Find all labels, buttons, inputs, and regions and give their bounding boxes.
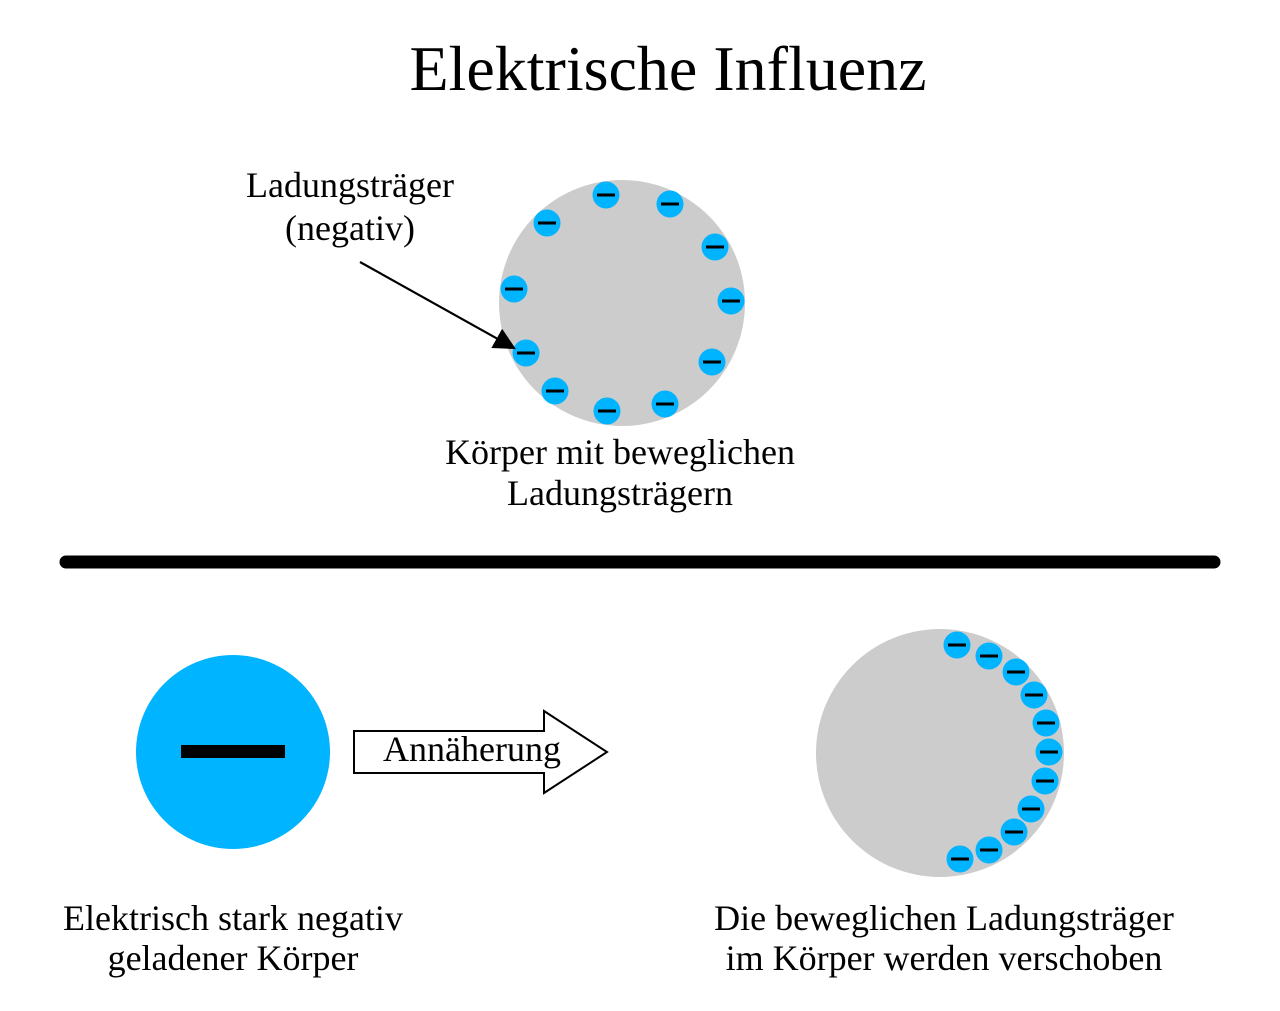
polarized-conductor-body xyxy=(816,629,1064,877)
minus-charge-icon xyxy=(1032,709,1060,737)
minus-charge-icon xyxy=(1020,681,1048,709)
minus-charge-icon xyxy=(717,287,745,315)
diagram-title: Elektrische Influenz xyxy=(409,33,926,104)
shifted-charges xyxy=(943,631,1063,873)
minus-charge-icon xyxy=(500,275,528,303)
minus-charge-icon xyxy=(656,190,684,218)
minus-charge-icon xyxy=(975,836,1003,864)
minus-charge-icon xyxy=(1031,767,1059,795)
minus-charge-icon xyxy=(698,348,726,376)
neutral-conductor-body xyxy=(499,180,745,426)
minus-charge-icon xyxy=(512,339,540,367)
minus-charge-icon xyxy=(943,631,971,659)
conductor-caption-line2: Ladungsträgern xyxy=(507,473,733,513)
shifted-caption-line1: Die beweglichen Ladungsträger xyxy=(714,898,1174,938)
large-minus-icon xyxy=(181,745,285,758)
charged-body-caption-line1: Elektrisch stark negativ xyxy=(63,898,403,938)
approach-arrow-group: Annäherung xyxy=(353,709,609,795)
minus-charge-icon xyxy=(651,390,679,418)
minus-charge-icon xyxy=(1017,795,1045,823)
minus-charge-icon xyxy=(1002,658,1030,686)
conductor-caption-line1: Körper mit beweglichen xyxy=(445,432,795,472)
minus-charge-icon xyxy=(541,377,569,405)
minus-charge-icon xyxy=(701,233,729,261)
minus-charge-icon xyxy=(1000,818,1028,846)
minus-charge-icon xyxy=(593,397,621,425)
polarized-conductor-group xyxy=(816,629,1064,877)
pointer-label-line1: Ladungsträger xyxy=(246,165,454,205)
negative-charged-body-group xyxy=(136,655,330,849)
minus-charge-icon xyxy=(1035,738,1063,766)
charged-body-caption-line2: geladener Körper xyxy=(108,938,359,978)
pointer-label-line2: (negativ) xyxy=(285,208,415,248)
approach-label: Annäherung xyxy=(383,729,561,769)
pointer-arrow xyxy=(359,261,516,350)
minus-charge-icon xyxy=(533,209,561,237)
neutral-conductor-group xyxy=(499,180,745,426)
minus-charge-icon xyxy=(975,642,1003,670)
shifted-caption-line2: im Körper werden verschoben xyxy=(726,938,1163,978)
approach-block-arrow xyxy=(353,709,609,795)
minus-charge-icon xyxy=(592,181,620,209)
minus-charge-icon xyxy=(946,845,974,873)
distributed-charges xyxy=(500,181,745,425)
